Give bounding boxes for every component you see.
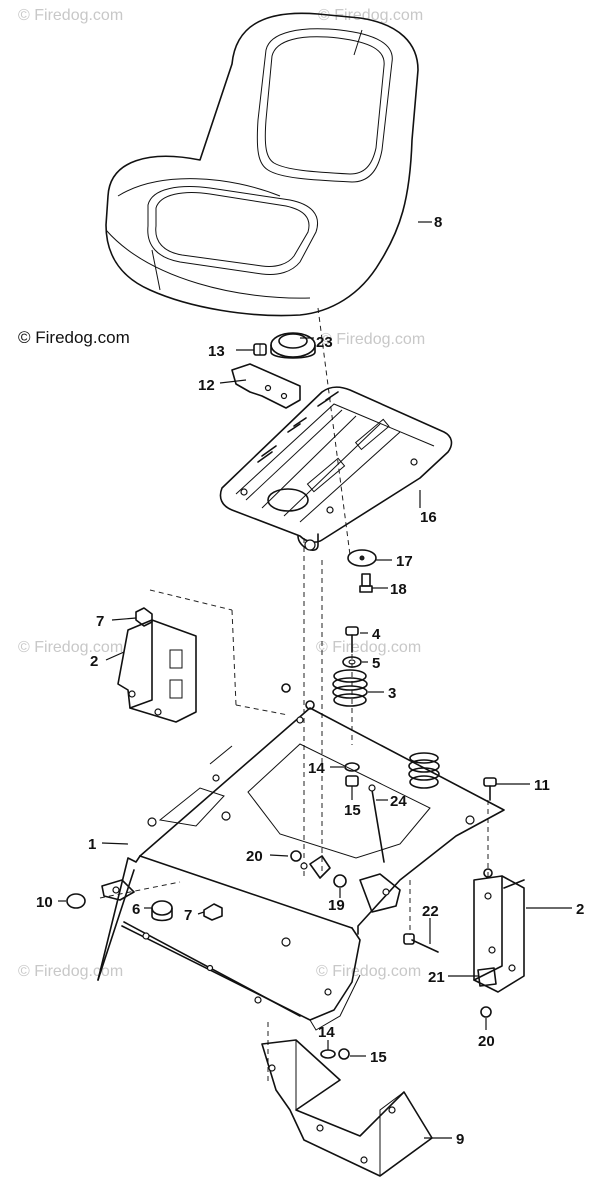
bolt <box>483 777 497 801</box>
callout-label: 12 <box>198 377 215 394</box>
nut <box>338 1048 350 1060</box>
bolt <box>477 967 497 987</box>
rod <box>368 784 385 863</box>
watermark-text: © Firedog.com <box>18 7 123 24</box>
callout-label: 7 <box>96 613 104 630</box>
callout-label: 20 <box>478 1033 495 1050</box>
callout-label: 24 <box>390 793 407 810</box>
callout-labels: 8 13 23 12 16 17 18 7 2 4 5 3 14 15 24 1… <box>36 214 584 1148</box>
callout-label: 6 <box>132 901 140 918</box>
callout-label: 10 <box>36 894 53 911</box>
callout-label: 2 <box>576 901 584 918</box>
washer <box>344 762 360 772</box>
callout-label: 8 <box>434 214 442 231</box>
watermark-text: © Firedog.com <box>316 963 421 980</box>
callout-label: 11 <box>534 777 550 794</box>
spring <box>408 752 440 789</box>
spring <box>332 669 368 707</box>
bolt <box>345 626 359 653</box>
callout-label: 22 <box>422 903 439 920</box>
pin <box>403 933 439 953</box>
nut <box>290 850 302 862</box>
callout-label: 7 <box>184 907 192 924</box>
callout-label: 4 <box>372 626 381 643</box>
watermark-text: © Firedog.com <box>318 7 423 24</box>
assembly-lines <box>99 307 489 1085</box>
clip <box>203 903 223 921</box>
bushing <box>151 900 173 922</box>
adjust-knob <box>270 332 316 359</box>
nut <box>480 1006 492 1018</box>
callout-label: 14 <box>308 760 325 777</box>
watermark-text: © Firedog.com <box>18 639 123 656</box>
washer <box>342 656 362 668</box>
nut <box>345 775 359 787</box>
callout-label: 17 <box>396 553 413 570</box>
nut <box>281 683 315 710</box>
seat-pan <box>219 386 453 551</box>
callout-label: 19 <box>328 897 345 914</box>
callout-label: 18 <box>390 581 407 598</box>
callout-label: 14 <box>318 1024 335 1041</box>
callout-label: 16 <box>420 509 437 526</box>
callout-label: 20 <box>246 848 263 865</box>
nut <box>253 343 267 356</box>
watermark-text: © Firedog.com <box>18 963 123 980</box>
plug <box>66 893 86 909</box>
callout-label: 3 <box>388 685 396 702</box>
callout-label: 23 <box>316 334 333 351</box>
side-bracket-right <box>473 868 525 993</box>
lower-bracket <box>261 1039 433 1177</box>
brand-label: © Firedog.com <box>18 328 130 347</box>
callout-label: 21 <box>428 969 445 986</box>
callout-label: 13 <box>208 343 225 360</box>
main-frame <box>97 707 505 1031</box>
washer <box>347 549 377 567</box>
leader-lines <box>58 221 572 1139</box>
washer <box>320 1049 336 1059</box>
slots <box>257 391 339 463</box>
callout-label: 15 <box>344 802 361 819</box>
watermarks: © Firedog.com © Firedog.com © Firedog.co… <box>18 7 425 980</box>
side-bracket-left <box>117 619 197 723</box>
callout-label: 5 <box>372 655 380 672</box>
callout-label: 9 <box>456 1131 464 1148</box>
callout-label: 1 <box>88 836 96 853</box>
seat <box>105 12 419 317</box>
callout-label: 2 <box>90 653 98 670</box>
slide-bracket <box>231 363 301 409</box>
watermark-text: © Firedog.com <box>316 639 421 656</box>
nut <box>333 874 347 888</box>
callout-label: 15 <box>370 1049 387 1066</box>
screw <box>359 573 373 593</box>
watermark-text: © Firedog.com <box>320 331 425 348</box>
